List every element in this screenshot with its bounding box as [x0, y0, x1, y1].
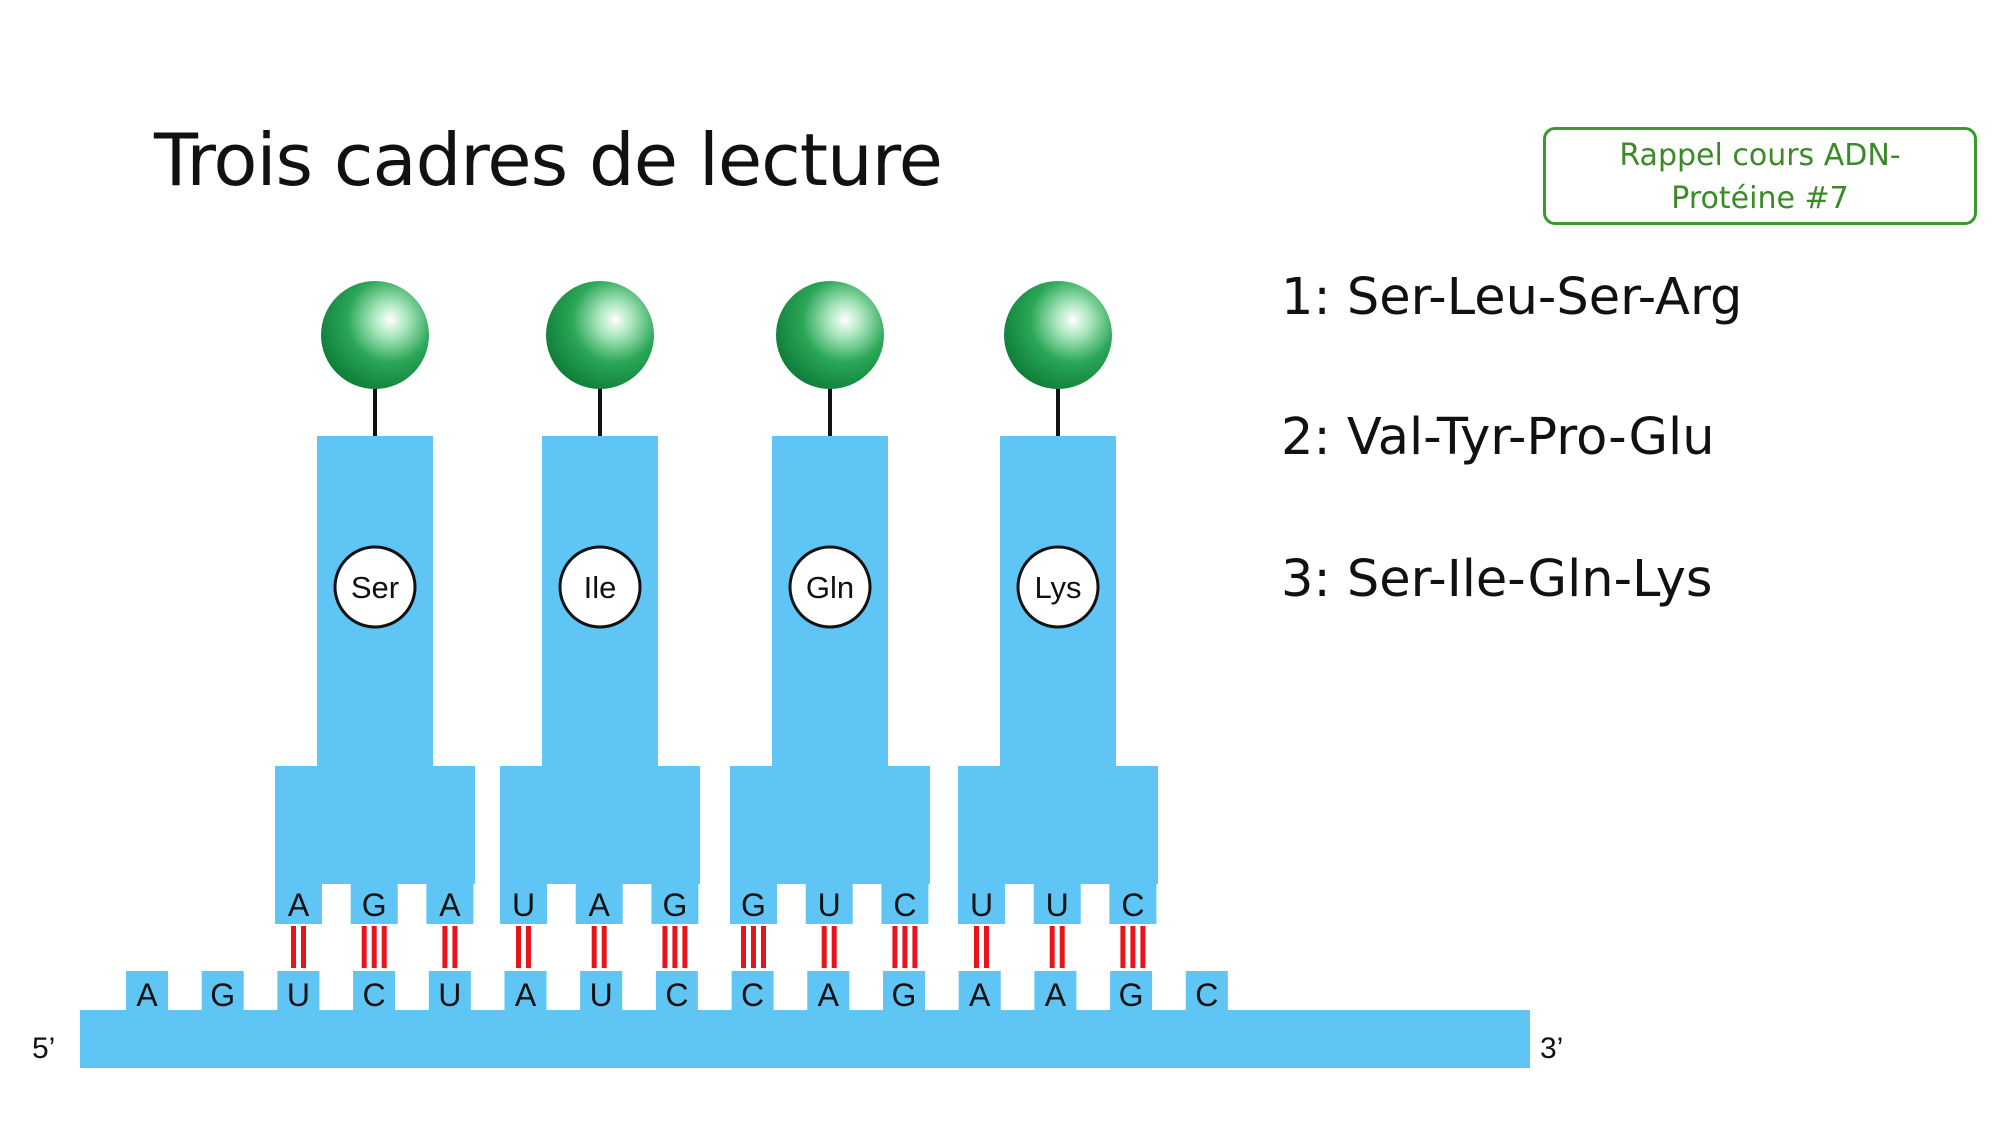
mrna-base-label: G [1119, 977, 1144, 1013]
anticodon-base-label: G [362, 887, 387, 923]
mrna-base-box [504, 971, 547, 1011]
anticodon-base-box [275, 882, 322, 924]
anticodon-base-label: A [288, 887, 310, 923]
mrna-base-box [731, 971, 774, 1011]
mrna-base-box [1110, 971, 1153, 1011]
five-prime-label: 5’ [32, 1032, 55, 1065]
amino-acid-label: Gln [806, 570, 854, 605]
mrna-base-box [1034, 971, 1077, 1011]
anticodon-base-box [1033, 882, 1081, 924]
anticodon-base-box [805, 882, 853, 924]
amino-acid-label: Ser [351, 570, 399, 605]
anticodon-base-label: G [662, 887, 687, 923]
mrna-base-label: U [438, 977, 461, 1013]
reading-frame-2: 2: Val-Tyr-Pro-Glu [1281, 408, 1715, 467]
reading-frame-3: 3: Ser-Ile-Gln-Lys [1281, 550, 1713, 609]
anticodon-base-label: U [512, 887, 535, 923]
anticodon-base-label: U [818, 887, 841, 923]
amino-acid-label-circle [1016, 545, 1100, 629]
badge-line-2: Protéine #7 [1671, 181, 1849, 216]
mrna-base-label: C [363, 977, 386, 1013]
anticodon-base-label: U [970, 887, 993, 923]
mrna-base-box [126, 971, 168, 1011]
three-prime-label: 3’ [1540, 1032, 1563, 1065]
amino-acid-label-circle [333, 545, 417, 629]
mrna-base-label: C [741, 977, 764, 1013]
amino-acid-label: Lys [1034, 570, 1081, 605]
mrna-base-label: A [969, 977, 991, 1013]
anticodon-base-box [958, 882, 1005, 924]
mrna-base-box [277, 971, 320, 1011]
anticodon-base-box [575, 882, 623, 924]
mrna-base-label: U [590, 977, 613, 1013]
anticodon-base-label: U [1046, 887, 1069, 923]
mrna-base-box [201, 971, 244, 1011]
mrna-base-label: G [892, 977, 917, 1013]
mrna-base-box [958, 971, 1001, 1011]
amino-acid-label: Ile [584, 570, 617, 605]
anticodon-base-box [651, 882, 699, 924]
anticodon-base-label: A [589, 887, 611, 923]
mrna-base-label: C [1195, 977, 1218, 1013]
trna-body [275, 766, 475, 884]
reading-frame-1: 1: Ser-Leu-Ser-Arg [1281, 268, 1743, 327]
amino-acid-sphere [776, 281, 884, 389]
anticodon-base-box [881, 882, 929, 924]
anticodon-base-box [500, 882, 547, 924]
anticodon-base-box [730, 882, 777, 924]
trna-body [500, 766, 700, 884]
mrna-base-label: A [818, 977, 840, 1013]
amino-acid-sphere [321, 281, 429, 389]
mrna-base-label: G [210, 977, 235, 1013]
anticodon-base-box [1109, 882, 1157, 924]
amino-acid-label-circle [788, 545, 872, 629]
mrna-base-label: A [515, 977, 537, 1013]
badge-line-1: Rappel cours ADN- [1619, 138, 1901, 173]
mrna-base-box [580, 971, 623, 1011]
anticodon-base-label: C [893, 887, 916, 923]
mrna-base-box [807, 971, 850, 1011]
mrna-base-label: A [1045, 977, 1067, 1013]
slide-title: Trois cadres de lecture [154, 118, 943, 202]
mrna-base-label: A [136, 977, 158, 1013]
anticodon-base-box [350, 882, 398, 924]
mrna-base-label: C [665, 977, 688, 1013]
mrna-strand [80, 1010, 1530, 1068]
trna-body [730, 766, 930, 884]
anticodon-base-label: C [1121, 887, 1144, 923]
mrna-base-box [1185, 971, 1228, 1011]
amino-acid-sphere [1004, 281, 1112, 389]
trna-body [958, 766, 1158, 884]
anticodon-base-box [426, 882, 474, 924]
anticodon-base-label: A [439, 887, 461, 923]
amino-acid-sphere [546, 281, 654, 389]
anticodon-base-label: G [741, 887, 766, 923]
mrna-base-box [428, 971, 471, 1011]
mrna-base-box [655, 971, 698, 1011]
amino-acid-label-circle [558, 545, 642, 629]
mrna-base-box [353, 971, 396, 1011]
mrna-base-box [883, 971, 925, 1011]
course-reminder-badge: Rappel cours ADN- Protéine #7 [1543, 127, 1977, 225]
mrna-base-label: U [287, 977, 310, 1013]
